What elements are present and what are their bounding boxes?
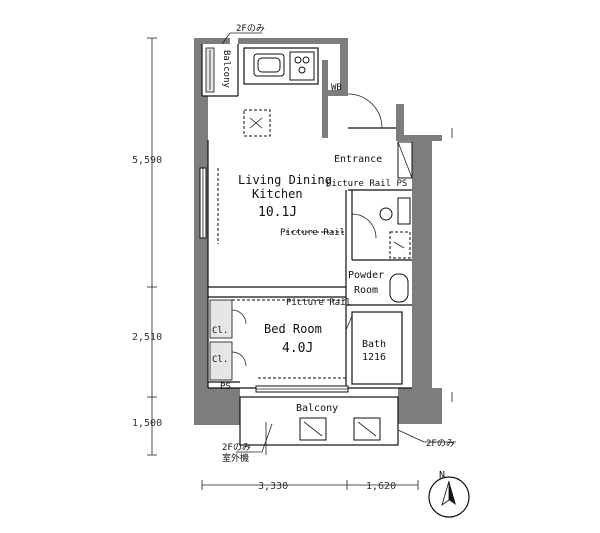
bedroom-size: 4.0J [282, 341, 313, 356]
horizontal-dimension-lines [201, 480, 419, 490]
north-label: N [439, 470, 445, 481]
note-left-2f-line2: 室外機 [222, 452, 249, 464]
powder-label-line1: Powder [348, 270, 384, 281]
picture-rail-bed-label: Picture Rail [286, 298, 351, 308]
north-arrow-icon [428, 476, 470, 518]
bath-label: Bath [362, 339, 386, 350]
note-left-2f-line1: 2Fのみ [222, 442, 251, 453]
entrance-label: Entrance [334, 154, 382, 165]
right-note-pointer [397, 429, 456, 443]
closet-label-2: Cl. [212, 355, 228, 365]
dim-vertical-1: 5,590 [132, 155, 162, 166]
kitchen-fixtures [243, 51, 315, 137]
left-note-pointer [236, 423, 273, 453]
closet-label-1: Cl. [212, 326, 228, 336]
picture-rail-ldk-label: Picture Rail [280, 228, 345, 238]
dim-vertical-2: 2,510 [132, 332, 162, 343]
dim-horizontal-1: 3,330 [258, 481, 288, 492]
picture-rail-ps-label: Picture Rail PS [326, 179, 407, 189]
south-window [255, 385, 349, 393]
washroom-fixtures [351, 197, 411, 303]
exterior-walls [194, 38, 442, 425]
top-note-pointer [221, 32, 262, 45]
shoe-box [397, 141, 413, 179]
ldk-window [199, 167, 207, 239]
powder-label-line2: Room [354, 285, 378, 296]
note-right-2f: 2Fのみ [426, 438, 455, 449]
upper-balcony [205, 47, 215, 93]
closets [209, 299, 247, 381]
ldk-size: 10.1J [258, 205, 297, 220]
vertical-dimension-lines [147, 37, 157, 456]
balcony-south-label: Balcony [296, 403, 338, 414]
bath-size: 1216 [362, 352, 386, 363]
dim-vertical-3: 1,500 [132, 418, 162, 429]
entrance-door-swing [347, 93, 383, 129]
balcony-north-label: Balcony [221, 50, 231, 89]
wb-label: WB [331, 83, 342, 93]
dim-horizontal-2: 1,620 [366, 481, 396, 492]
south-balcony [239, 396, 399, 455]
ps-bottom-label: PS [220, 382, 231, 392]
ldk-label-line1: Living Dining [238, 173, 332, 187]
bedroom-label: Bed Room [264, 322, 322, 336]
ldk-label-line2: Kitchen [252, 187, 303, 201]
note-top-2f: 2Fのみ [236, 23, 265, 34]
